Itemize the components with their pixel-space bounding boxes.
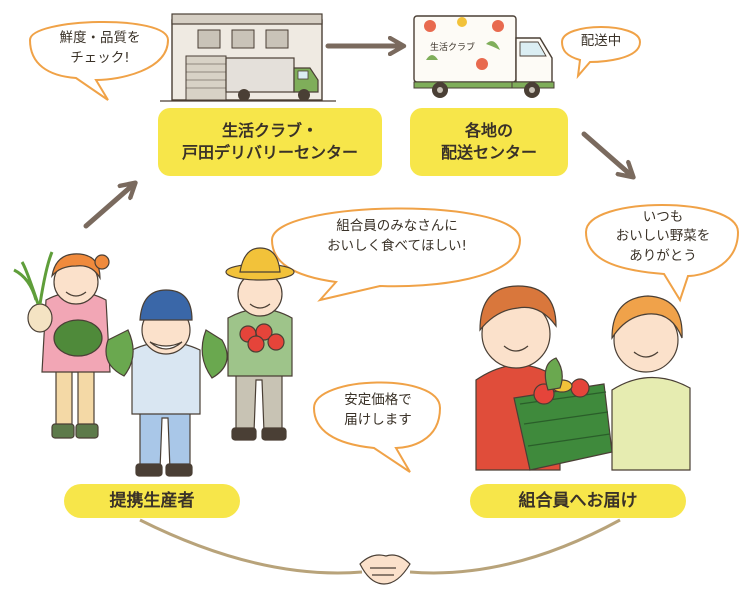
warehouse-illustration: [160, 13, 336, 102]
farmer-elder-illustration: [225, 247, 295, 441]
node-tokyo-center-line1: 生活クラブ・: [221, 121, 318, 141]
bubble-stable-price-line2: 届けします: [344, 412, 412, 428]
node-local-center: 各地の 配送センター: [410, 108, 568, 176]
bubble-freshness: 鮮度・品質を チェック!: [36, 26, 164, 72]
farmer-man-illustration: [105, 289, 228, 477]
bubble-freshness-line2: チェック!: [70, 50, 130, 66]
bubble-freshness-shape: [28, 21, 170, 101]
truck-sign: 生活クラブ: [430, 43, 476, 53]
bubble-delivering: 配送中: [564, 30, 638, 54]
bubble-members-thanks-line3: ありがとう: [629, 247, 697, 264]
bubble-delivering-shape: [560, 26, 642, 80]
bubble-price-shape: [312, 381, 442, 473]
node-members: 組合員へお届け: [470, 484, 686, 518]
node-producers-label: 提携生産者: [109, 490, 195, 511]
members-illustration: [475, 285, 691, 471]
node-local-center-line1: 各地の: [464, 121, 513, 141]
bubble-members-thanks-line1: いつも: [642, 208, 684, 225]
farmer-woman-illustration: [13, 251, 111, 439]
bubble-members-thanks: いつも おいしい野菜を ありがとう: [596, 204, 730, 270]
bubble-members-shape: [584, 204, 740, 303]
bubble-delivering-line1: 配送中: [580, 33, 622, 50]
node-members-label: 組合員へお届け: [518, 490, 638, 511]
bubble-producers-wish-line2: おいしく食べてほしい!: [327, 238, 467, 254]
arrow-to-members: [581, 131, 632, 176]
bubble-producers-shape: [270, 207, 522, 302]
bubble-stable-price: 安定価格で 届けします: [322, 388, 434, 434]
bubble-stable-price-line1: 安定価格で: [344, 392, 412, 409]
node-producers: 提携生産者: [64, 484, 240, 518]
rope-line: [139, 518, 621, 575]
bubble-producers-wish-line1: 組合員のみなさんに: [336, 218, 458, 235]
node-tokyo-center-line2: 戸田デリバリーセンター: [181, 143, 358, 162]
bubble-members-thanks-line2: おいしい野菜を: [615, 228, 711, 245]
node-tokyo-center: 生活クラブ・ 戸田デリバリーセンター: [158, 108, 382, 176]
handshake-icon: [359, 554, 411, 585]
node-local-center-line2: 配送センター: [440, 143, 537, 162]
bubble-freshness-line1: 鮮度・品質を: [59, 30, 141, 47]
arrow-to-tokyo-center: [83, 184, 134, 229]
bubble-producers-wish: 組合員のみなさんに おいしく食べてほしい!: [284, 212, 510, 262]
delivery-truck-illustration: [413, 15, 555, 98]
